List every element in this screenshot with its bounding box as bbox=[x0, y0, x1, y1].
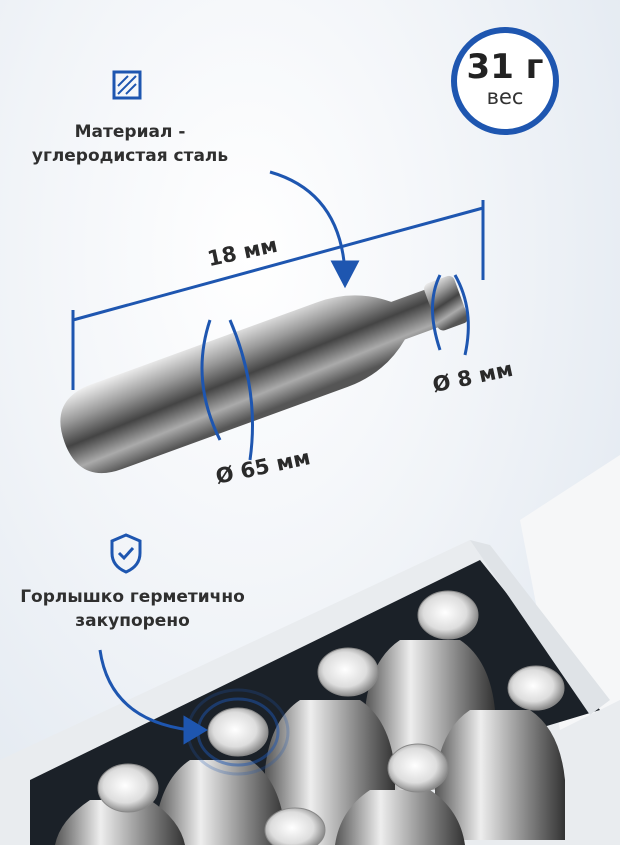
shield-check-icon bbox=[108, 532, 144, 574]
dimension-lines bbox=[71, 170, 485, 745]
weight-value: 31 г bbox=[466, 47, 544, 87]
cartridge-box bbox=[0, 455, 620, 845]
seal-line2: закупорено bbox=[75, 611, 190, 631]
weight-badge: 31 г вес bbox=[451, 27, 559, 135]
material-line1: Материал - bbox=[74, 122, 186, 142]
weight-label: вес bbox=[486, 85, 524, 109]
seal-label: Горлышко герметично закупорено bbox=[5, 585, 260, 633]
co2-cartridge bbox=[60, 275, 468, 474]
material-line2: углеродистая сталь bbox=[31, 146, 229, 166]
seal-line1: Горлышко герметично bbox=[20, 587, 245, 607]
material-texture-icon bbox=[112, 70, 142, 100]
material-label: Материал - углеродистая сталь bbox=[30, 120, 230, 168]
